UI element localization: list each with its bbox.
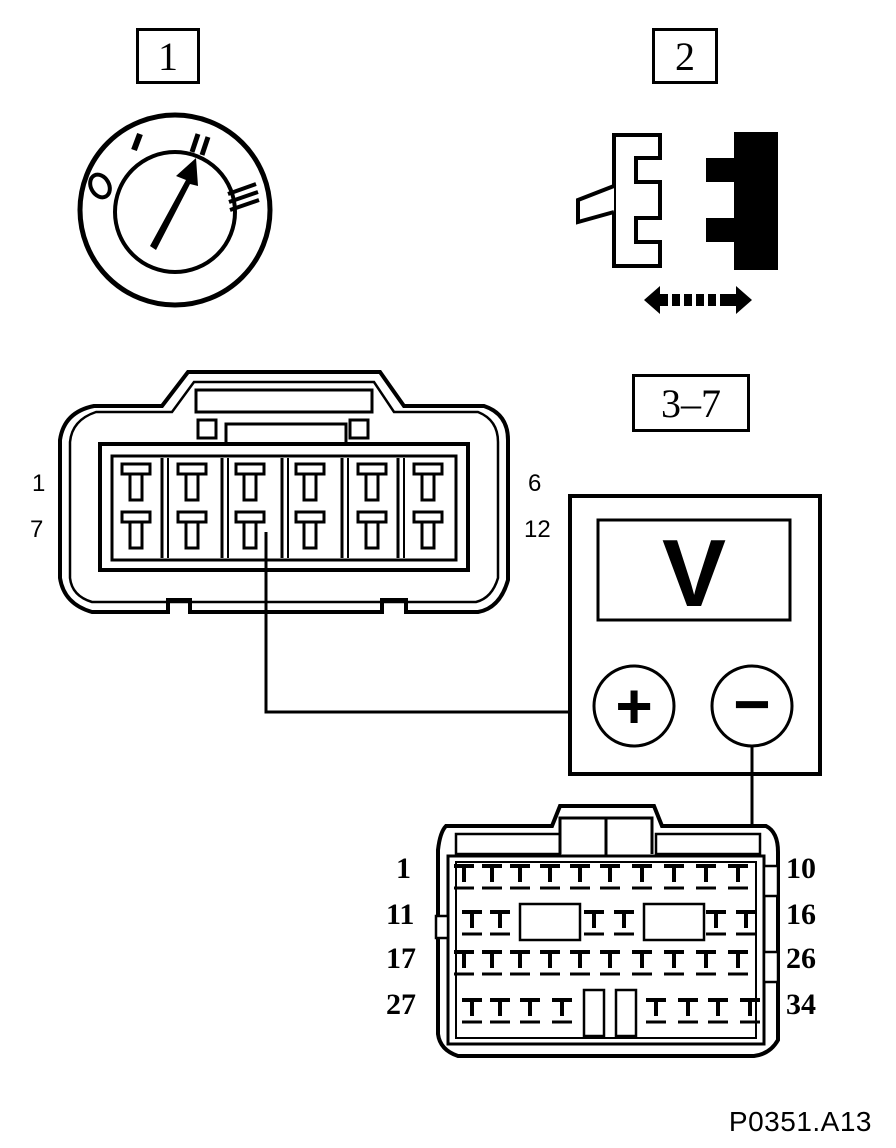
small-connector-pin xyxy=(234,510,266,550)
small-connector-pin xyxy=(412,510,444,550)
figure-code: P0351.A13 xyxy=(728,1106,872,1137)
small-connector-pin xyxy=(176,462,208,502)
pin-label-l11: 11 xyxy=(386,898,415,931)
ignition-switch-icon xyxy=(77,112,273,308)
probe-wire-positive xyxy=(264,532,596,714)
step-3-7-label: 3–7 xyxy=(632,374,750,432)
pin-label-l26: 26 xyxy=(786,942,816,975)
large-connector xyxy=(434,804,780,1058)
large-connector-pin xyxy=(462,910,482,936)
large-connector-pin xyxy=(706,910,726,936)
pin-label-l34: 34 xyxy=(786,988,816,1021)
large-connector-pin xyxy=(614,910,634,936)
large-connector-pin xyxy=(510,950,530,976)
large-connector-pin xyxy=(728,950,748,976)
large-connector-pin xyxy=(454,864,474,890)
voltmeter xyxy=(568,494,822,776)
pin-label-l1: 1 xyxy=(396,852,411,885)
small-connector-pin xyxy=(176,510,208,550)
pin-label-l17: 17 xyxy=(386,942,416,975)
large-connector-pin xyxy=(708,998,728,1024)
pin-label-12: 12 xyxy=(524,516,551,543)
large-connector-pin xyxy=(510,864,530,890)
large-connector-pin xyxy=(584,910,604,936)
large-connector-pin xyxy=(632,864,652,890)
small-connector-pin xyxy=(294,510,326,550)
voltmeter-display: V xyxy=(662,520,726,627)
plus-terminal: + xyxy=(615,670,652,742)
large-connector-pin xyxy=(570,950,590,976)
large-connector-pin xyxy=(696,864,716,890)
small-connector xyxy=(58,370,510,614)
large-connector-pin xyxy=(482,864,502,890)
large-connector-pin xyxy=(678,998,698,1024)
small-connector-pin xyxy=(120,462,152,502)
small-connector-pin xyxy=(120,510,152,550)
large-connector-pin xyxy=(664,950,684,976)
large-connector-pin xyxy=(490,998,510,1024)
large-connector-pin xyxy=(600,864,620,890)
large-connector-pin xyxy=(482,950,502,976)
small-connector-pin xyxy=(356,510,388,550)
large-connector-pin xyxy=(600,950,620,976)
pin-label-6: 6 xyxy=(528,470,542,497)
small-connector-pin xyxy=(412,462,444,502)
pin-label-l10: 10 xyxy=(786,852,816,885)
step-1-label: 1 xyxy=(136,28,200,84)
small-connector-pin xyxy=(234,462,266,502)
large-connector-pin xyxy=(490,910,510,936)
large-connector-pin xyxy=(552,998,572,1024)
large-connector-pin xyxy=(462,998,482,1024)
pin-label-1: 1 xyxy=(32,470,46,497)
large-connector-pin xyxy=(728,864,748,890)
step-2-label: 2 xyxy=(652,28,718,84)
small-connector-pin xyxy=(356,462,388,502)
large-connector-pin xyxy=(540,864,560,890)
large-connector-pin xyxy=(664,864,684,890)
pin-label-l27: 27 xyxy=(386,988,416,1021)
large-connector-pin xyxy=(540,950,560,976)
connector-disconnect-icon xyxy=(576,132,778,314)
large-connector-pin xyxy=(632,950,652,976)
large-connector-pin xyxy=(454,950,474,976)
large-connector-pin xyxy=(570,864,590,890)
pin-label-7: 7 xyxy=(30,516,44,543)
large-connector-pin xyxy=(740,998,760,1024)
large-connector-pin xyxy=(520,998,540,1024)
small-connector-pin xyxy=(294,462,326,502)
large-connector-pin xyxy=(646,998,666,1024)
pin-label-l16: 16 xyxy=(786,898,816,931)
large-connector-pin xyxy=(736,910,756,936)
large-connector-pin xyxy=(696,950,716,976)
minus-terminal: − xyxy=(733,668,770,740)
